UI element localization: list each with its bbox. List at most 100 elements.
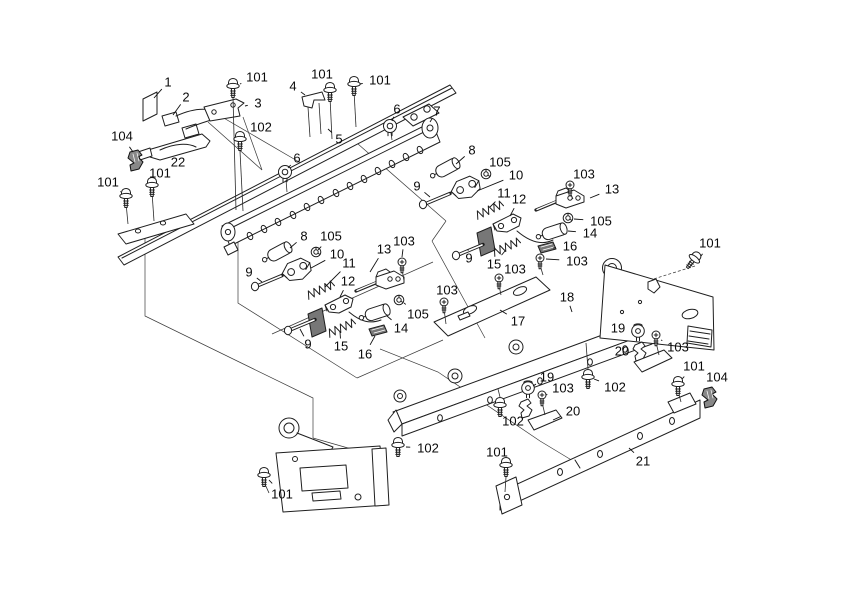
leader-line (429, 118, 433, 123)
callout-label-101-57: 101 (486, 445, 508, 460)
callout-label-3-3: 3 (254, 96, 261, 111)
rail-21-lower-rail (495, 392, 701, 515)
leader-line (681, 376, 685, 380)
screw-part-103 (397, 257, 407, 274)
callout-label-9-19: 9 (413, 179, 420, 194)
screw-part-101 (681, 248, 705, 273)
holder-block (476, 226, 496, 257)
callout-label-105-41: 105 (407, 307, 429, 322)
callout-label-10-35: 10 (330, 247, 344, 262)
leader-line (268, 479, 273, 484)
leader-line (593, 378, 600, 382)
callout-label-12-21: 12 (512, 192, 526, 207)
bracket-part-4 (301, 91, 326, 109)
leader-line (552, 416, 561, 421)
callout-label-103-30: 103 (504, 262, 526, 277)
callout-label-103-49: 103 (667, 340, 689, 355)
callout-label-19-48: 19 (611, 321, 625, 336)
screw-part-101 (499, 457, 513, 477)
leader-line (289, 241, 297, 249)
leader-line (567, 230, 576, 233)
screw-part-102 (581, 369, 595, 389)
pin-bracket-part-13 (354, 267, 406, 293)
screw-part-103 (494, 273, 504, 290)
screw-part-103 (537, 390, 547, 407)
film-part-1 (142, 91, 158, 122)
screw-part-101 (226, 78, 240, 98)
callout-label-102-55: 102 (502, 414, 524, 429)
callout-label-6-15: 6 (293, 151, 300, 166)
right-side-plate (599, 258, 715, 351)
leader-line (660, 339, 663, 341)
screw-part-103 (439, 297, 449, 314)
callout-label-105-24: 105 (590, 214, 612, 229)
callout-label-103-53: 103 (552, 381, 574, 396)
callout-label-11-37: 11 (342, 256, 356, 271)
bottom-left-bracket-plate (275, 417, 390, 513)
leader-line (401, 249, 404, 258)
leader-line (501, 250, 506, 256)
leader-line (324, 271, 341, 288)
leader-line (569, 305, 573, 313)
callout-label-103-22: 103 (573, 167, 595, 182)
leader-line (545, 394, 548, 396)
callout-label-101-10: 101 (311, 67, 333, 82)
leader-line (244, 104, 248, 107)
callout-label-8-16: 8 (468, 143, 475, 158)
leader-line (403, 302, 407, 305)
block-part-10 (279, 256, 313, 283)
callout-label-9-36: 9 (245, 265, 252, 280)
leader-line (339, 289, 344, 298)
leader-line (287, 164, 292, 169)
washer-part-105 (393, 294, 405, 306)
leader-line (369, 335, 376, 346)
callout-label-16-26: 16 (563, 239, 577, 254)
callout-label-14-42: 14 (394, 321, 408, 336)
connector-part-2 (161, 111, 180, 127)
leader-line (300, 91, 306, 96)
screw-part-101 (671, 376, 685, 396)
screw-part-103 (535, 253, 545, 270)
callout-label-10-18: 10 (509, 168, 523, 183)
callout-label-6-13: 6 (393, 102, 400, 117)
callout-label-17-32: 17 (511, 314, 525, 329)
screw-part-102 (391, 437, 405, 457)
callout-label-101-11: 101 (369, 73, 391, 88)
callout-label-9-28: 9 (465, 251, 472, 266)
callout-label-12-38: 12 (341, 274, 355, 289)
leader-line (369, 257, 379, 273)
callout-label-5-12: 5 (335, 132, 342, 147)
leader-line (327, 128, 333, 133)
wedge-part-16 (537, 241, 557, 254)
callout-label-19-52: 19 (540, 370, 554, 385)
leader-line (310, 259, 326, 269)
callout-label-101-7: 101 (97, 175, 119, 190)
callout-label-11-20: 11 (497, 186, 511, 201)
leader-line (424, 191, 431, 198)
leader-line (129, 146, 134, 153)
screw-part-101 (323, 82, 337, 102)
leader-line (489, 201, 496, 208)
leader-line (573, 218, 584, 221)
callout-label-22-6: 22 (171, 155, 185, 170)
upper-roller-subassembly (417, 155, 586, 262)
callout-label-9-43: 9 (304, 337, 311, 352)
leader-line (499, 309, 508, 315)
cylinder-part-8 (259, 239, 295, 267)
leader-line (700, 253, 703, 257)
callout-label-20-54: 20 (566, 404, 580, 419)
spring-part-15 (491, 236, 522, 257)
bracket-part-3 (203, 98, 245, 122)
callout-label-103-27: 103 (566, 254, 588, 269)
callout-label-102-51: 102 (604, 380, 626, 395)
callout-label-2-1: 2 (182, 90, 189, 105)
rail-7-perforated-channel (220, 117, 441, 256)
bolt-part-9 (249, 273, 284, 293)
leader-line (153, 88, 163, 99)
screw-part-101 (257, 467, 271, 487)
callout-label-105-34: 105 (320, 229, 342, 244)
leader-line (476, 179, 504, 192)
callout-label-104-60: 104 (706, 370, 728, 385)
